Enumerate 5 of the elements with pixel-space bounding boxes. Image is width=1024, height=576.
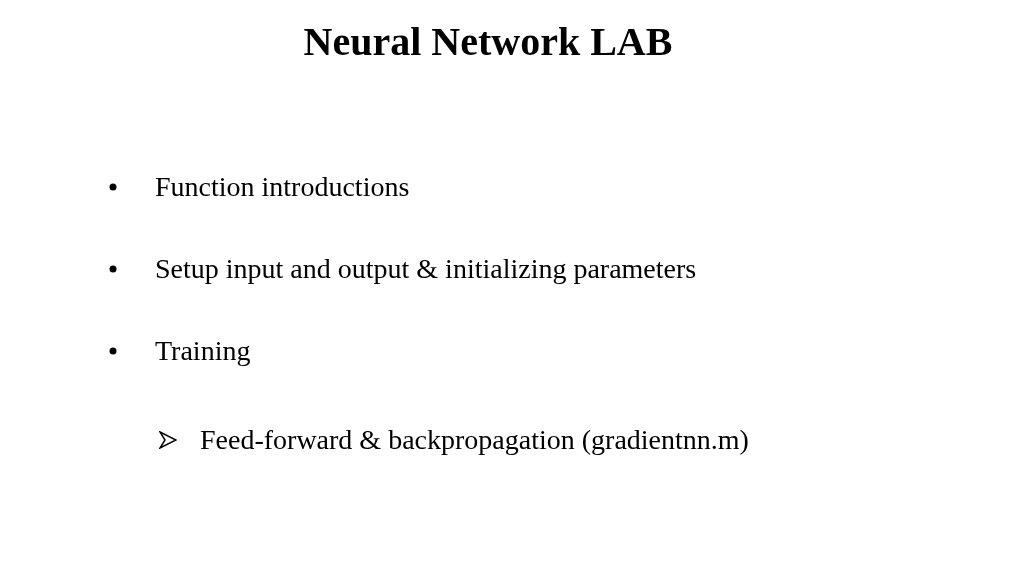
- bullet-point-text: Training: [155, 334, 251, 368]
- bullet-point-text: Function introductions: [155, 170, 410, 204]
- slide-title: Neural Network LAB: [302, 18, 674, 66]
- bullet-point-text: Setup input and output & initializing parameters: [155, 252, 697, 286]
- sub-bullet-text: Feed-forward & backpropagation (gradientnn.m): [200, 423, 749, 457]
